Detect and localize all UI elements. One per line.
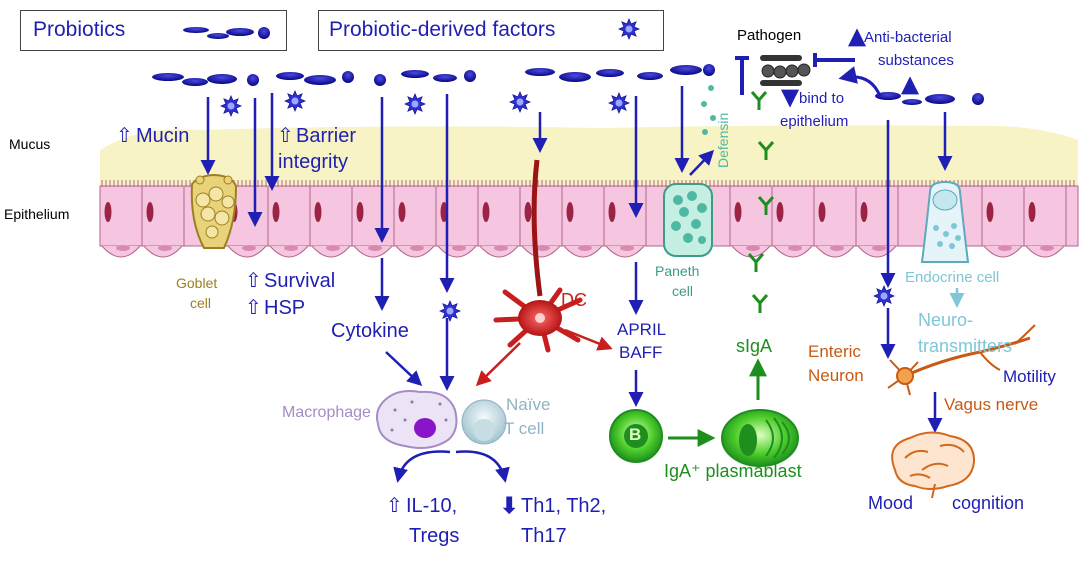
plasmablast-shape xyxy=(721,409,799,467)
transmitters-label: transmitters xyxy=(918,336,1013,356)
brain-shape xyxy=(891,431,976,499)
mood-label: Mood xyxy=(868,493,914,513)
april-label: APRIL xyxy=(617,320,667,339)
pathogen-cluster xyxy=(760,55,811,86)
barrier-up-arrow-icon: ⇧ xyxy=(277,125,294,147)
th-down-arrow-icon: ⬇ xyxy=(500,493,519,518)
defensin-label: Defensin xyxy=(715,112,731,168)
dc-arrows xyxy=(475,328,613,387)
bind-to-label: bind to xyxy=(799,90,845,107)
b-cell-shape xyxy=(609,409,663,463)
pathogen-label: Pathogen xyxy=(737,27,802,44)
epithelium-layer xyxy=(99,180,1079,258)
defensin-particles xyxy=(701,85,716,135)
probiotic-bacteria xyxy=(152,64,984,105)
baff-label: BAFF xyxy=(619,343,663,362)
probiotics-label: Probiotics xyxy=(33,18,126,41)
enteric-label: Enteric xyxy=(808,342,861,361)
factors-legend-box: Probiotic-derived factors xyxy=(318,10,664,51)
goblet-label: Goblet xyxy=(176,275,218,291)
hsp-label: HSP xyxy=(264,297,306,319)
th-label: Th1, Th2, xyxy=(521,495,607,517)
legend-factor-star xyxy=(618,18,640,40)
small-arrows xyxy=(781,28,919,108)
il10-up-arrow-icon: ⇧ xyxy=(386,495,403,517)
dc-label: DC xyxy=(561,290,587,310)
factors-label: Probiotic-derived factors xyxy=(329,18,556,41)
cognition-label: cognition xyxy=(952,493,1025,513)
macrophage-shape xyxy=(375,390,458,449)
probiotic-factors xyxy=(219,89,896,323)
survival-label: Survival xyxy=(264,270,336,292)
enteric-neuron-shape xyxy=(887,324,1036,396)
paneth-cell-shape xyxy=(663,183,713,257)
goblet-cell-shape xyxy=(190,173,238,249)
hsp-up-arrow-icon: ⇧ xyxy=(245,297,262,319)
paneth-label: Paneth xyxy=(655,263,700,279)
naive-label: Naïve xyxy=(506,395,551,414)
epithelium-bind-label: epithelium xyxy=(780,113,849,130)
b-cell-label: B xyxy=(629,425,642,444)
substances-label: substances xyxy=(878,52,954,69)
neuro-label: Neuro- xyxy=(918,310,974,330)
paneth-cell-label: cell xyxy=(672,283,694,299)
goblet-cell-label: cell xyxy=(190,295,212,311)
vagus-label: Vagus nerve xyxy=(944,395,1039,414)
il10-label: IL-10, xyxy=(406,495,458,517)
iga-molecules xyxy=(747,91,775,313)
inhibition-symbols xyxy=(735,53,855,95)
neuron-label: Neuron xyxy=(808,366,864,385)
legend-bacteria xyxy=(183,27,270,39)
siga-label: sIgA xyxy=(736,336,773,356)
survival-up-arrow-icon: ⇧ xyxy=(245,270,262,292)
epithelium-label: Epithelium xyxy=(4,206,70,222)
mucin-label: Mucin xyxy=(136,125,190,147)
mucus-layer xyxy=(100,125,1078,190)
th17-label: Th17 xyxy=(521,525,567,547)
pathway-arrows xyxy=(200,86,953,483)
endocrine-label: Endocrine cell xyxy=(905,269,1000,286)
endocrine-cell-shape xyxy=(920,180,970,263)
barrier-label: Barrier xyxy=(296,125,357,147)
t-cell-label: T cell xyxy=(504,419,545,438)
antibacterial-label: Anti-bacterial xyxy=(864,29,952,46)
mucus-label: Mucus xyxy=(9,136,51,152)
cytokine-label: Cytokine xyxy=(331,320,409,342)
iga-plasmablast-label: IgA⁺ plasmablast xyxy=(664,461,802,481)
dendritic-cell-shape xyxy=(493,159,583,353)
integrity-label: integrity xyxy=(278,151,349,173)
naive-t-cell-shape xyxy=(461,399,507,445)
macrophage-label: Macrophage xyxy=(282,404,371,421)
mucin-up-arrow-icon: ⇧ xyxy=(116,125,133,147)
tregs-label: Tregs xyxy=(409,525,460,547)
motility-label: Motility xyxy=(1003,367,1056,386)
